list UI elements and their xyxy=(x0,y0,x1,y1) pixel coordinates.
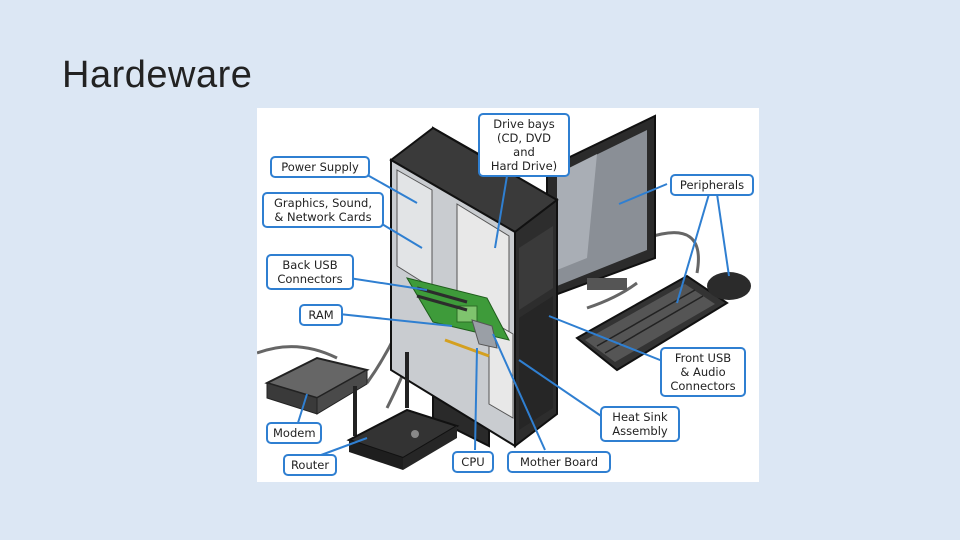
callout-mother-board: Mother Board xyxy=(507,451,611,473)
slide-title: Hardeware xyxy=(62,54,253,96)
callout-router: Router xyxy=(283,454,337,476)
callout-back-usb-connectors: Back USB Connectors xyxy=(266,254,354,290)
callout-graphics-sound-network-cards: Graphics, Sound, & Network Cards xyxy=(262,192,384,228)
callout-drive-bays: Drive bays (CD, DVD and Hard Drive) xyxy=(478,113,570,177)
callout-ram: RAM xyxy=(299,304,343,326)
callout-power-supply: Power Supply xyxy=(270,156,370,178)
mouse xyxy=(707,272,751,300)
callout-heat-sink-assembly: Heat Sink Assembly xyxy=(600,406,680,442)
router xyxy=(346,352,460,470)
monitor xyxy=(546,114,656,300)
hardware-illustration xyxy=(257,114,751,470)
modem xyxy=(264,356,370,415)
computer-hardware-diagram: Power Supply Graphics, Sound, & Network … xyxy=(257,108,759,482)
callout-modem: Modem xyxy=(266,422,322,444)
callout-front-usb-audio-connectors: Front USB & Audio Connectors xyxy=(660,347,746,397)
computer-case xyxy=(389,126,559,449)
callout-cpu: CPU xyxy=(452,451,494,473)
callout-peripherals: Peripherals xyxy=(670,174,754,196)
